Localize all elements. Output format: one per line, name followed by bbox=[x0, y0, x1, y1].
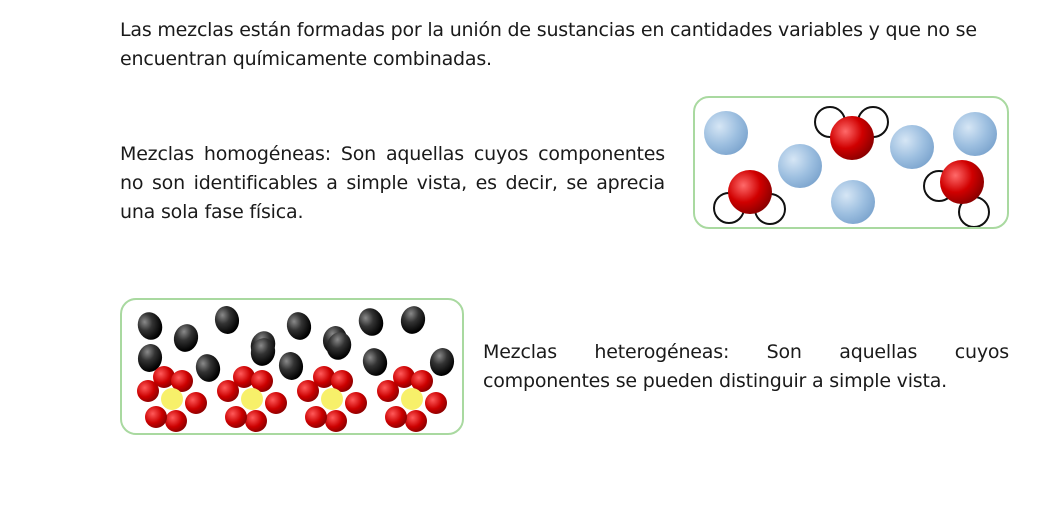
red-petal bbox=[313, 366, 335, 388]
black-particle bbox=[137, 344, 163, 372]
black-particle bbox=[286, 312, 312, 340]
blue-particle bbox=[778, 144, 822, 188]
flower-cluster bbox=[137, 366, 207, 432]
red-petal bbox=[153, 366, 175, 388]
blue-particle bbox=[704, 111, 748, 155]
homogeneous-mixture-definition: Mezclas homogéneas: Son aquellas cuyos c… bbox=[120, 143, 665, 223]
black-particle bbox=[358, 308, 384, 336]
water-molecule bbox=[923, 160, 990, 227]
red-petal bbox=[137, 380, 159, 402]
blue-particle bbox=[831, 180, 875, 224]
blue-particle bbox=[953, 112, 997, 156]
homogeneous-mixture-illustration bbox=[693, 96, 1009, 229]
yellow-center bbox=[241, 388, 263, 410]
water-molecule bbox=[814, 106, 889, 160]
heterogeneous-mixture-definition: Mezclas heterogéneas: Son aquellas cuyos… bbox=[483, 341, 1009, 392]
red-petal bbox=[171, 370, 193, 392]
black-particle bbox=[214, 306, 240, 334]
red-petal bbox=[393, 366, 415, 388]
heterogeneous-particles-svg bbox=[137, 306, 455, 432]
red-petal bbox=[385, 406, 407, 428]
yellow-center bbox=[161, 388, 183, 410]
black-particle bbox=[362, 348, 388, 376]
flower-cluster-group bbox=[137, 366, 447, 432]
yellow-center bbox=[401, 388, 423, 410]
black-particle bbox=[278, 352, 304, 380]
red-petal bbox=[245, 410, 267, 432]
red-petal bbox=[377, 380, 399, 402]
black-particle bbox=[137, 312, 163, 340]
red-petal bbox=[297, 380, 319, 402]
intro-paragraph: Las mezclas están formadas por la unión … bbox=[120, 19, 977, 70]
black-particle-group bbox=[137, 306, 455, 382]
black-particle bbox=[250, 338, 276, 366]
yellow-center bbox=[321, 388, 343, 410]
red-petal bbox=[411, 370, 433, 392]
black-particle bbox=[195, 354, 221, 382]
flower-cluster bbox=[377, 366, 447, 432]
red-petal bbox=[305, 406, 327, 428]
red-petal bbox=[325, 410, 347, 432]
water-molecule bbox=[713, 170, 786, 225]
blue-particle bbox=[890, 125, 934, 169]
red-petal bbox=[345, 392, 367, 414]
red-petal bbox=[225, 406, 247, 428]
red-petal bbox=[425, 392, 447, 414]
red-petal bbox=[145, 406, 167, 428]
red-petal bbox=[185, 392, 207, 414]
black-particle bbox=[173, 324, 199, 352]
flower-cluster bbox=[297, 366, 367, 432]
black-particle bbox=[400, 306, 426, 334]
heterogeneous-mixture-illustration bbox=[120, 298, 464, 435]
red-petal bbox=[265, 392, 287, 414]
red-petal bbox=[331, 370, 353, 392]
black-particle bbox=[429, 348, 455, 376]
red-petal bbox=[405, 410, 427, 432]
red-petal bbox=[217, 380, 239, 402]
red-petal bbox=[233, 366, 255, 388]
red-petal bbox=[165, 410, 187, 432]
homogeneous-particles-svg bbox=[704, 106, 997, 227]
black-particle bbox=[326, 332, 352, 360]
red-petal bbox=[251, 370, 273, 392]
flower-cluster bbox=[217, 366, 287, 432]
